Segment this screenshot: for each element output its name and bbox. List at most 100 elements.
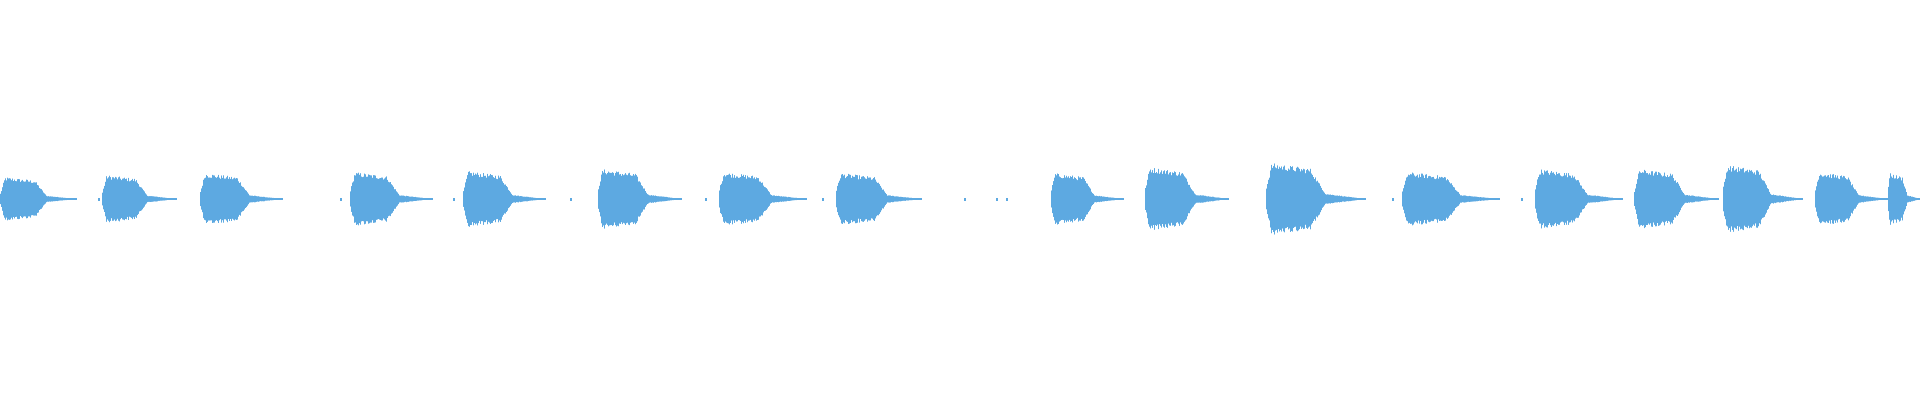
waveform-bar xyxy=(239,183,240,215)
waveform-bar xyxy=(1341,195,1342,203)
waveform-bar xyxy=(626,174,627,224)
waveform-bar xyxy=(1781,196,1782,202)
waveform-bar xyxy=(902,197,903,201)
waveform-bar xyxy=(1559,173,1560,225)
waveform-bar xyxy=(897,196,898,202)
waveform-bar xyxy=(674,198,675,200)
waveform-bar xyxy=(1303,168,1304,230)
waveform-bar xyxy=(1423,175,1424,223)
waveform-bar xyxy=(1890,173,1891,225)
waveform-bar xyxy=(1891,176,1892,222)
waveform-bar xyxy=(108,177,109,221)
waveform-bar xyxy=(1798,198,1799,200)
waveform-bar xyxy=(406,195,407,203)
waveform-bar xyxy=(1055,174,1056,224)
waveform-bar xyxy=(726,175,727,223)
waveform-bar xyxy=(271,197,272,201)
waveform-bar xyxy=(130,180,131,218)
waveform-bar xyxy=(51,196,52,202)
waveform-bar xyxy=(1701,197,1702,201)
waveform-bar xyxy=(1080,177,1081,221)
waveform-bar xyxy=(352,182,353,216)
waveform-bar xyxy=(382,177,383,221)
waveform-bar xyxy=(131,180,132,218)
waveform-bar xyxy=(1745,171,1746,227)
waveform-bar xyxy=(1683,193,1684,205)
waveform-bar xyxy=(655,195,656,203)
waveform-bar xyxy=(156,196,157,202)
waveform-bar xyxy=(1073,178,1074,220)
waveform-bar xyxy=(1658,172,1659,226)
waveform-bar xyxy=(1800,198,1801,200)
waveform-bar xyxy=(1735,169,1736,229)
waveform-bar xyxy=(1168,174,1169,224)
waveform-bar xyxy=(1404,184,1405,214)
waveform-bar xyxy=(1568,173,1569,225)
waveform-bar xyxy=(1606,197,1607,201)
waveform-bar xyxy=(647,194,648,204)
waveform-bar xyxy=(1905,188,1906,210)
waveform-bar xyxy=(417,197,418,201)
waveform-bar xyxy=(467,175,468,223)
waveform-bar xyxy=(1477,196,1478,202)
waveform-bar xyxy=(1898,178,1899,220)
waveform-bar xyxy=(1445,177,1446,221)
waveform-bar xyxy=(1716,198,1717,200)
waveform-bar xyxy=(138,184,139,214)
waveform-bar xyxy=(844,174,845,224)
waveform-bar xyxy=(1414,175,1415,223)
waveform-bar xyxy=(1459,193,1460,205)
waveform-bar xyxy=(1467,196,1468,202)
waveform-bar xyxy=(1682,191,1683,207)
waveform-bar xyxy=(72,198,73,200)
waveform-bar xyxy=(1546,170,1547,228)
waveform-bar xyxy=(850,174,851,223)
waveform-bar xyxy=(1680,187,1681,211)
waveform-bar xyxy=(126,178,127,220)
waveform-bar xyxy=(221,175,222,223)
waveform-bar xyxy=(275,198,276,200)
waveform-bar xyxy=(1671,175,1672,223)
waveform-bar xyxy=(1120,198,1121,200)
waveform-bar xyxy=(1429,175,1430,223)
waveform-bar xyxy=(517,195,518,203)
waveform-bar xyxy=(1742,168,1743,230)
waveform-bar xyxy=(1437,175,1438,223)
waveform-bar xyxy=(1293,170,1294,228)
waveform-bar xyxy=(1662,176,1663,222)
waveform-bar xyxy=(1420,177,1421,221)
waveform-bar xyxy=(615,173,616,226)
waveform-bar xyxy=(142,188,143,210)
waveform-bar xyxy=(668,197,669,201)
waveform-bar xyxy=(1306,170,1307,228)
waveform-bar xyxy=(1442,177,1443,221)
waveform-bar xyxy=(477,172,478,226)
waveform-bar xyxy=(1487,197,1488,201)
waveform-bar xyxy=(261,196,262,202)
waveform-bar xyxy=(1647,173,1648,225)
waveform-bar xyxy=(1902,177,1903,221)
waveform-bar xyxy=(1889,178,1890,220)
waveform-speck xyxy=(822,198,824,201)
waveform-bar xyxy=(1552,172,1553,226)
waveform-bar xyxy=(1818,179,1819,219)
waveform-bar xyxy=(364,173,365,225)
waveform-bar xyxy=(1590,195,1591,203)
waveform-bar xyxy=(1778,195,1779,203)
waveform-bar xyxy=(1903,183,1904,215)
waveform-bar xyxy=(1826,176,1827,222)
waveform-bar xyxy=(1764,181,1765,217)
waveform-bar xyxy=(5,178,6,220)
waveform-bar xyxy=(1561,176,1562,222)
waveform-bar xyxy=(218,174,219,223)
waveform-bar xyxy=(259,196,260,202)
waveform-bar xyxy=(1266,188,1267,210)
waveform-bar xyxy=(1726,172,1727,226)
waveform-bar xyxy=(1650,174,1651,224)
waveform-bar xyxy=(1900,177,1901,221)
waveform-bar xyxy=(535,197,536,201)
waveform-bar xyxy=(280,198,281,200)
waveform-bar xyxy=(28,181,29,217)
waveform-bar xyxy=(623,175,624,223)
